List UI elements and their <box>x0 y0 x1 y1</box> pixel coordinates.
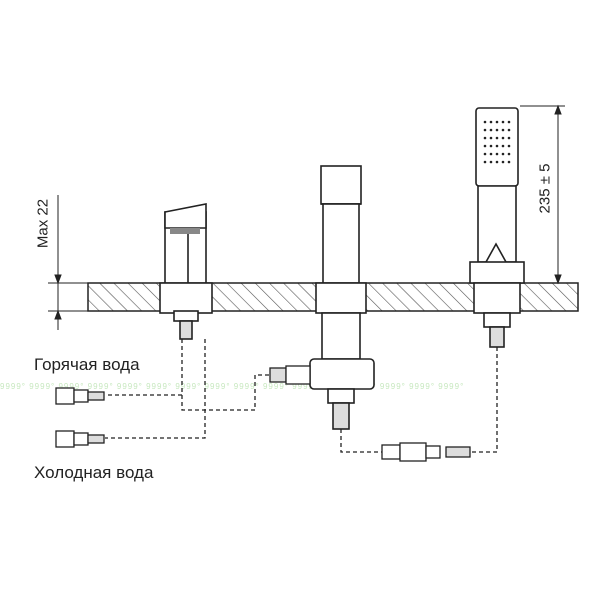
watermark: 9999° 9999° 9999° 9999° 9999° 9999° 9999… <box>0 382 465 391</box>
center-spout <box>309 165 375 430</box>
spout-inlet-connector <box>269 365 311 385</box>
shower-hose-connector <box>381 442 471 462</box>
cold-water-connector <box>55 430 105 448</box>
height-dimension <box>520 104 565 285</box>
hot-water-label: Горячая вода <box>30 354 144 376</box>
hoses <box>105 339 498 453</box>
max-thickness-label: Max 22 <box>34 198 52 249</box>
left-valve <box>159 203 213 340</box>
cold-water-label: Холодная вода <box>30 462 158 484</box>
max-thickness-dimension <box>54 195 62 330</box>
height-label: 235 ± 5 <box>536 163 554 214</box>
hand-shower <box>469 107 525 348</box>
hot-water-connector <box>55 387 105 405</box>
